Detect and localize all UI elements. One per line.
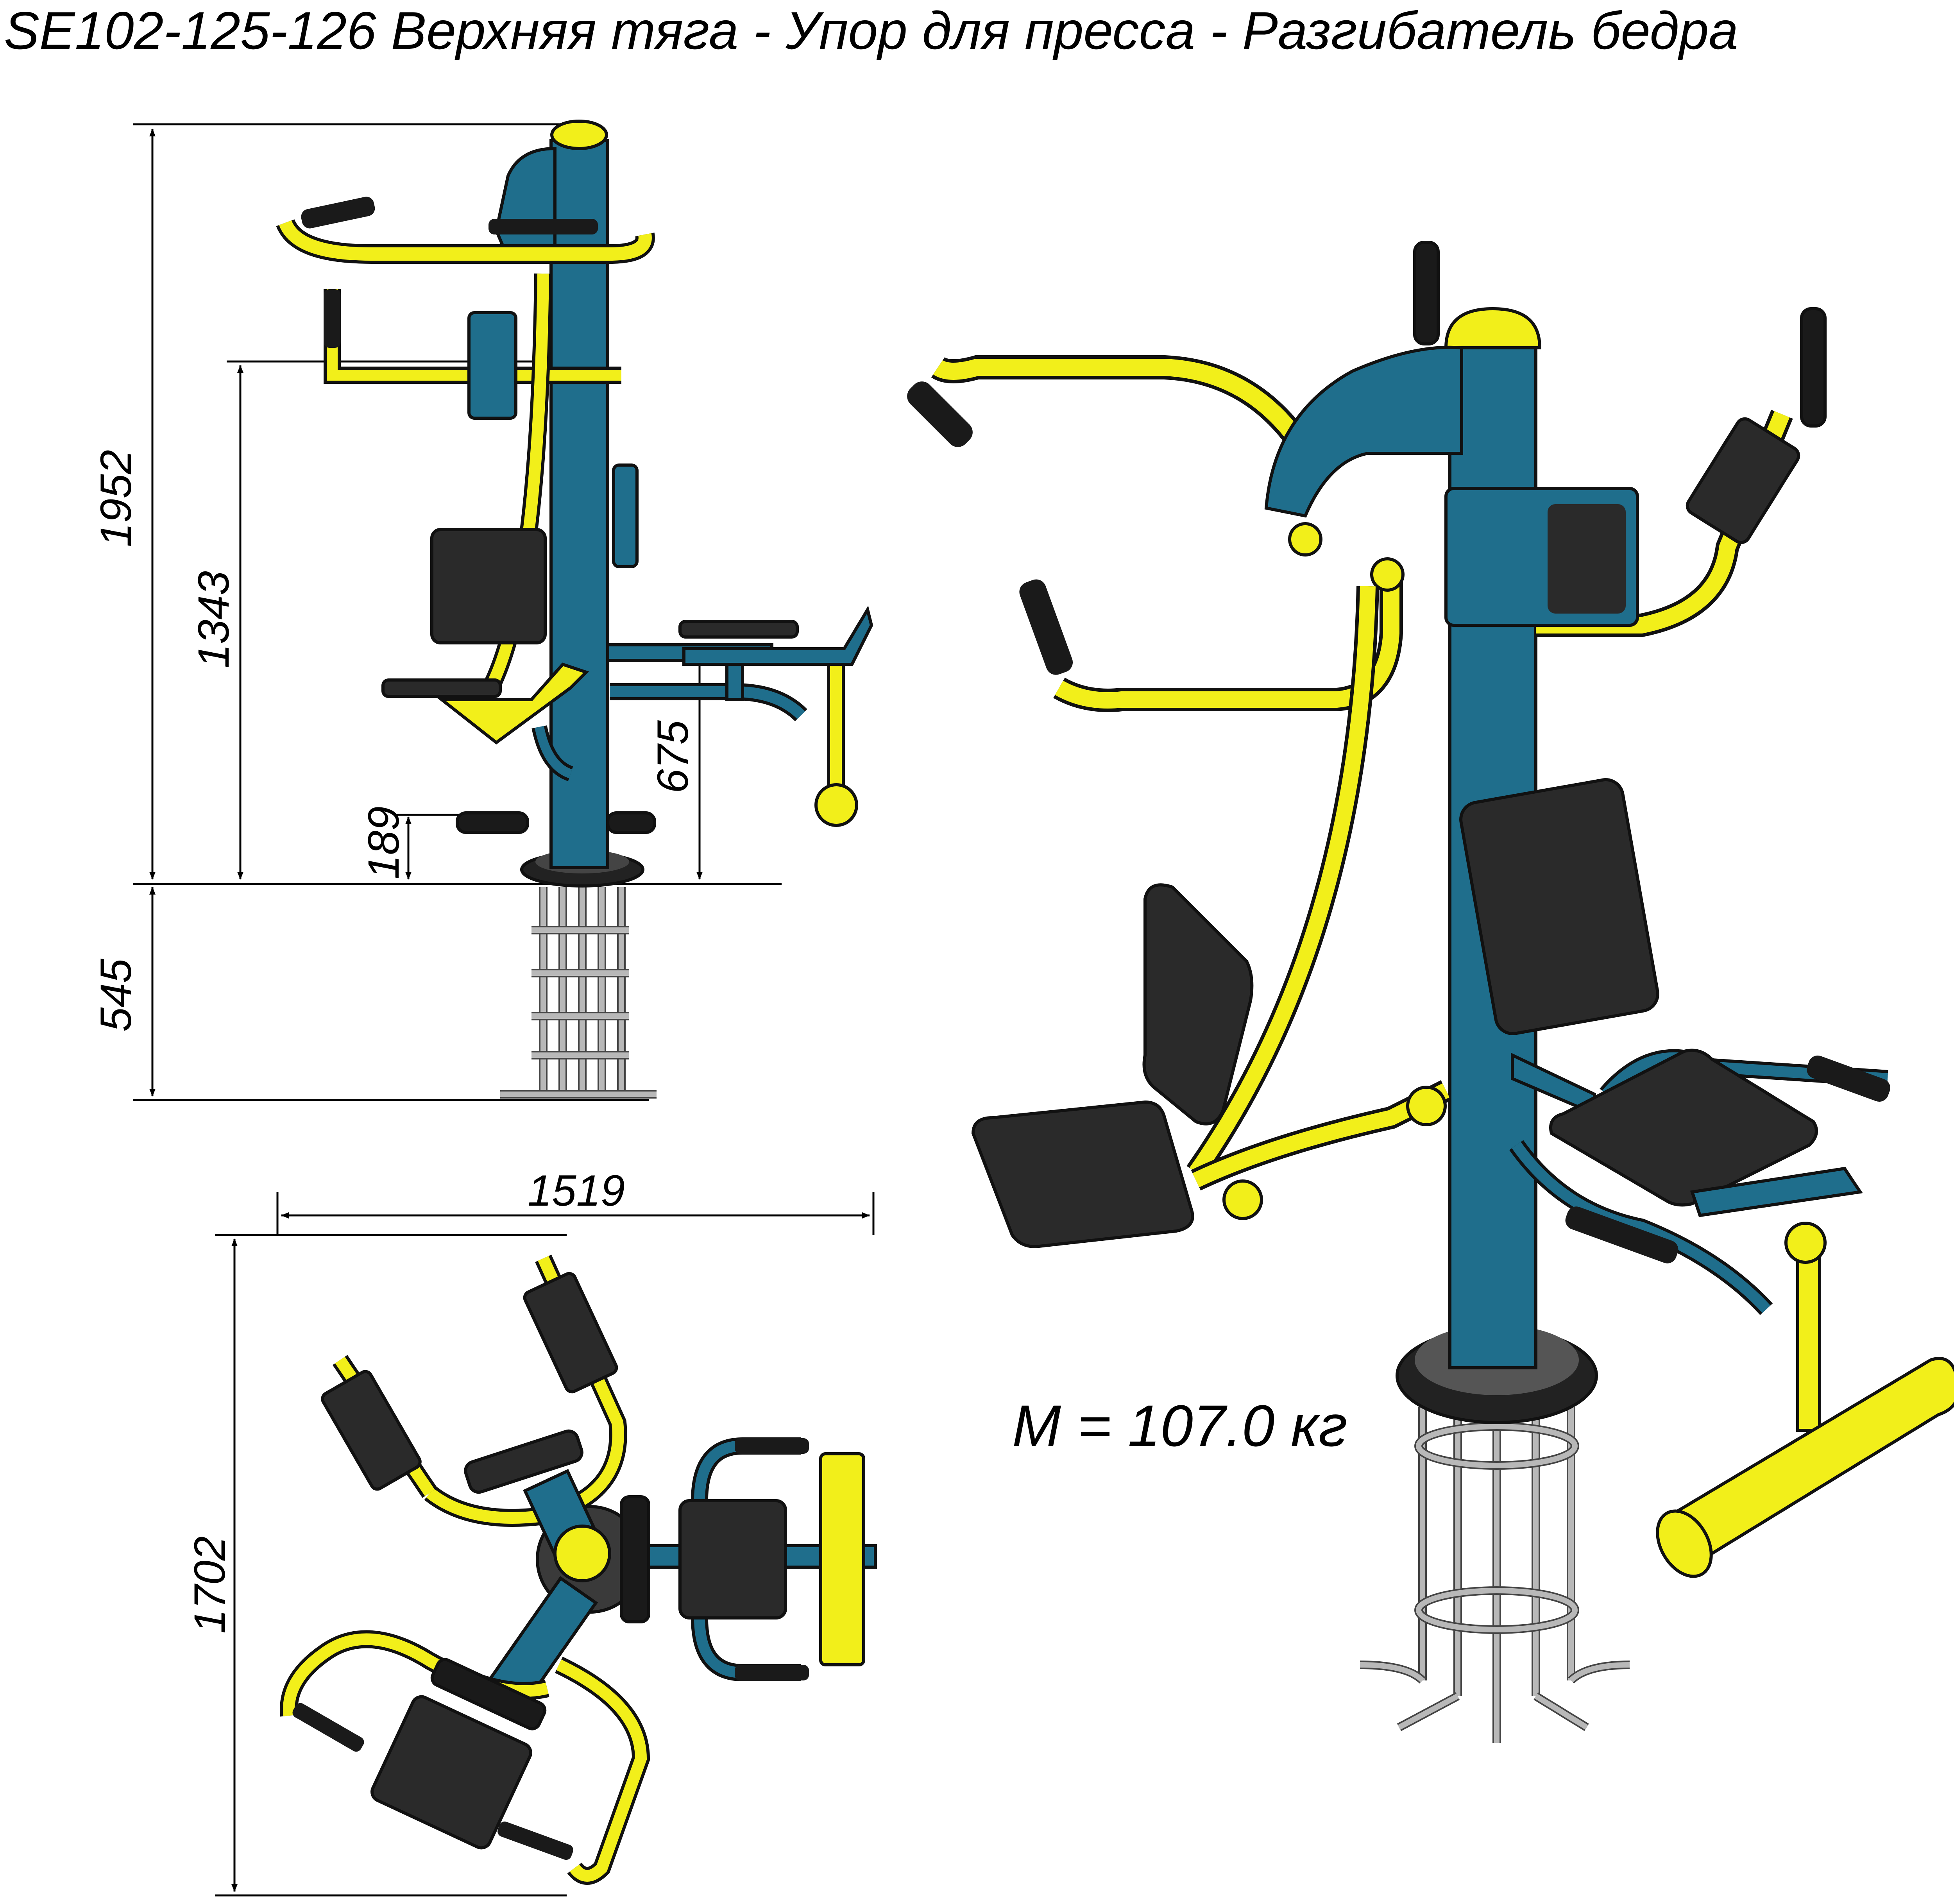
dimension-total-height: 1952: [91, 123, 578, 880]
front-pull-bar-iso: [1019, 522, 1405, 712]
dimension-step-height: 189: [359, 806, 461, 880]
drawing-title: SE102-125-126 Верхняя тяга - Упор для пр…: [4, 1, 1738, 60]
dip-handle-top: [280, 1576, 650, 1885]
back-plate-side: [467, 311, 517, 420]
dimension-1702-label: 1702: [185, 1536, 234, 1634]
top-bracket-side: [494, 147, 556, 260]
left-foot-platform-iso: [971, 1080, 1451, 1249]
dimension-handle-height: 1343: [189, 360, 574, 880]
upper-pull-bar-top: [321, 1254, 627, 1527]
dimension-1343-label: 1343: [189, 571, 238, 668]
dimension-1519-label: 1519: [528, 1166, 625, 1215]
top-bracket-iso: [1264, 345, 1463, 518]
dimension-1952-label: 1952: [91, 450, 140, 547]
post-cap-iso: [1444, 307, 1542, 349]
side-pad-side: [612, 463, 639, 568]
dimension-width: 1519: [276, 1166, 875, 1235]
top-view: 1519 1702: [185, 1166, 877, 1897]
dip-handle-side: [324, 289, 621, 384]
leg-extension-arm-side: [606, 605, 873, 827]
step-side: [456, 811, 656, 834]
upper-pull-bar-iso: [907, 241, 1440, 453]
side-view: 1952 1343 675 189 545: [91, 120, 873, 1101]
left-knee-pad-iso: [1142, 883, 1254, 1126]
dimension-545-label: 545: [91, 958, 140, 1032]
foot-platform-side: [381, 662, 589, 745]
post-cap-side: [550, 120, 608, 150]
knee-pad-side: [430, 528, 547, 644]
leg-extension-iso: [1509, 1049, 1954, 1578]
post-cap-top: [553, 1525, 611, 1582]
foundation-cage-side: [500, 850, 657, 1099]
leg-extension-top: [620, 1437, 877, 1681]
foundation-cage-iso: [1360, 1325, 1630, 1743]
dimension-189-label: 189: [359, 806, 408, 879]
mass-label: M = 107.0 кг: [1012, 1393, 1347, 1458]
dimension-depth: 1702: [185, 1234, 567, 1897]
upper-pull-bar-side: [276, 197, 655, 264]
isometric-view: M = 107.0 кг: [907, 241, 1954, 1743]
right-dip-handle-iso: [1444, 307, 1827, 637]
right-knee-pad-iso: [1459, 778, 1659, 1035]
dimension-675-label: 675: [648, 720, 697, 793]
dimension-foundation: 545: [91, 887, 649, 1101]
